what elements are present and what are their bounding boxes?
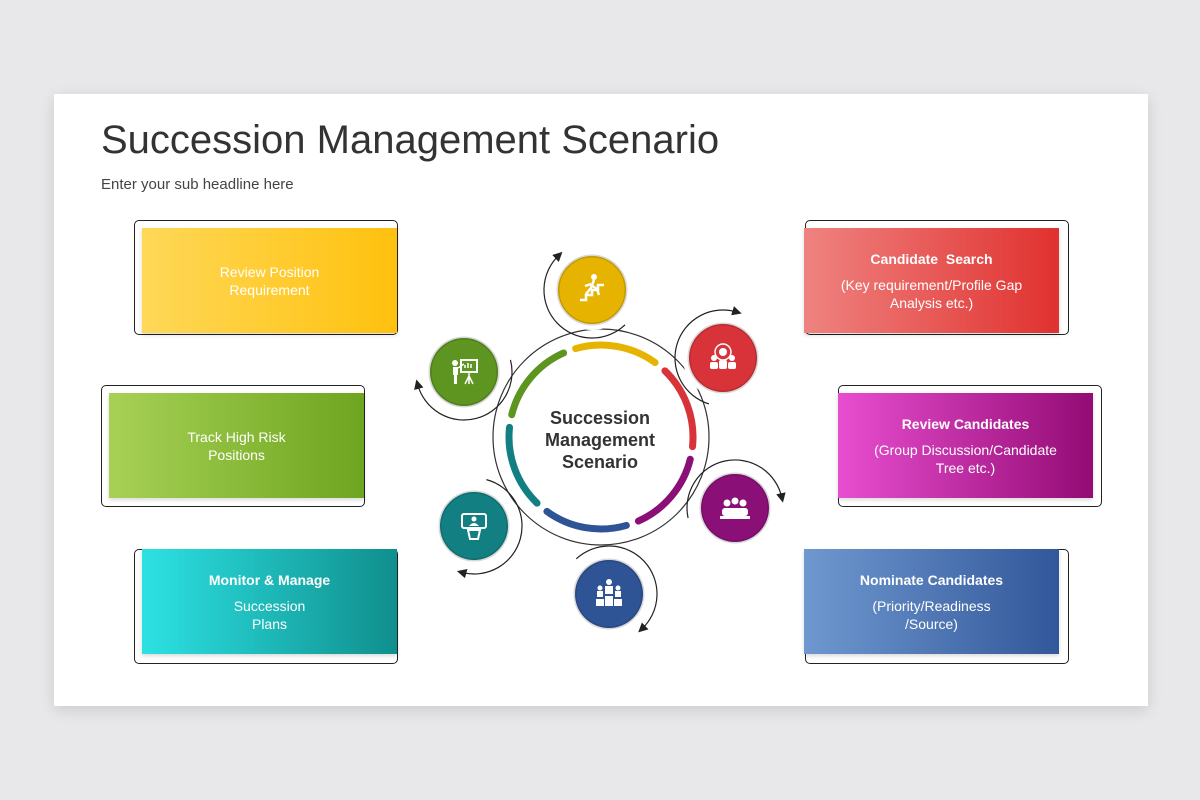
satellite-nodes (414, 250, 786, 634)
satellite-node (569, 545, 658, 634)
card-frame-review-position (134, 220, 398, 335)
satellite-node (414, 332, 513, 421)
ring-segment (543, 507, 630, 533)
cycle-arrow (414, 359, 513, 421)
satellite-node (434, 479, 523, 579)
card-candidate-search: Candidate Search (Key requirement/Profil… (804, 228, 1059, 333)
page-subtitle: Enter your sub headline here (101, 176, 294, 193)
card-heading: Monitor & Manage (208, 571, 331, 588)
cycle-arrow (456, 479, 523, 579)
satellite-node (543, 250, 632, 339)
card-body: (Key requirement/Profile Gap Analysis et… (840, 276, 1023, 311)
ring-segment (572, 341, 659, 367)
cycle-arrow (575, 545, 658, 633)
satellite-node (686, 459, 786, 548)
climbing-stairs-icon (580, 274, 604, 302)
card-frame-track-high-risk (101, 385, 365, 507)
podium-ranking-icon (596, 579, 622, 606)
center-label: Succession Management Scenario (544, 408, 656, 472)
ring-segment (508, 349, 568, 419)
card-track-high-risk: Track High Risk Positions (109, 393, 364, 498)
card-review-candidates: Review Candidates (Group Discussion/Cand… (838, 393, 1093, 498)
satellite-node (674, 306, 763, 405)
center-circle-outline (492, 328, 710, 546)
page-title: Succession Management Scenario (101, 118, 720, 162)
group-meeting-icon (720, 497, 750, 519)
card-heading: Candidate Search (870, 250, 993, 267)
card-body: (Priority/Readiness /Source) (872, 597, 991, 632)
cycle-arrow (686, 459, 786, 519)
card-body: (Group Discussion/Candidate Tree etc.) (874, 441, 1057, 476)
card-review-position: Review Position Requirement (142, 228, 397, 333)
color-ring (505, 341, 697, 533)
ring-segment (634, 455, 694, 525)
card-heading: Nominate Candidates (859, 571, 1004, 588)
card-body: Succession Plans (233, 597, 306, 632)
cycle-arrow (674, 306, 742, 405)
ring-segment (661, 367, 697, 451)
card-body: Track High Risk Positions (187, 428, 286, 463)
presenter-board-icon (452, 359, 478, 385)
presentation-screen-icon (461, 513, 487, 540)
cycle-arrow (543, 251, 626, 339)
card-monitor-manage: Monitor & Manage Succession Plans (142, 549, 397, 654)
team-leader-icon (710, 343, 736, 369)
ring-segment (505, 423, 541, 507)
card-body: Review Position Requirement (219, 263, 320, 298)
card-heading: Review Candidates (901, 415, 1030, 432)
satellite-colored-disc (687, 322, 759, 394)
card-nominate-candidates: Nominate Candidates (Priority/Readiness … (804, 549, 1059, 654)
